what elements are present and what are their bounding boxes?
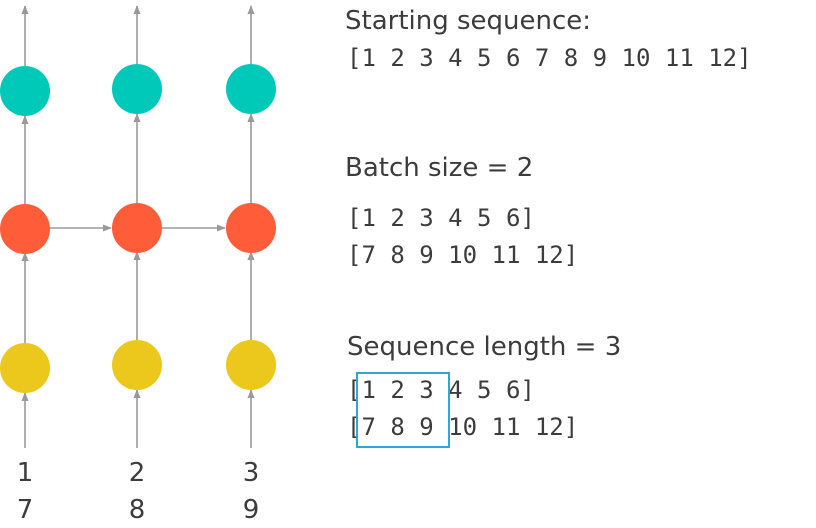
sequence-length-title: Sequence length = 3 (347, 332, 622, 362)
input-value-row1-col3: 3 (242, 458, 260, 488)
starting-sequence-values: [1 2 3 4 5 6 7 8 9 10 11 12] (347, 44, 752, 72)
output-node-2 (112, 64, 162, 114)
input-value-row2-col1: 7 (16, 495, 34, 525)
batch-row-2: [7 8 9 10 11 12] (347, 241, 579, 269)
input-node-1 (0, 343, 50, 393)
sequence-row-1: [1 2 3 4 5 6] (347, 376, 535, 404)
batch-size-title: Batch size = 2 (345, 153, 534, 183)
input-node-3 (226, 340, 276, 390)
batch-row-1: [1 2 3 4 5 6] (347, 204, 535, 232)
sequence-window-highlight (356, 372, 450, 448)
hidden-node-3 (226, 203, 276, 253)
hidden-node-2 (112, 203, 162, 253)
sequence-row-2: [7 8 9 10 11 12] (347, 413, 579, 441)
input-value-row1-col1: 1 (16, 458, 34, 488)
input-value-row1-col2: 2 (128, 458, 146, 488)
output-node-1 (0, 66, 50, 116)
starting-sequence-title: Starting sequence: (345, 6, 592, 36)
input-value-row2-col2: 8 (128, 495, 146, 525)
output-node-3 (226, 64, 276, 114)
input-value-row2-col3: 9 (242, 495, 260, 525)
input-node-2 (112, 340, 162, 390)
hidden-node-1 (0, 204, 50, 254)
